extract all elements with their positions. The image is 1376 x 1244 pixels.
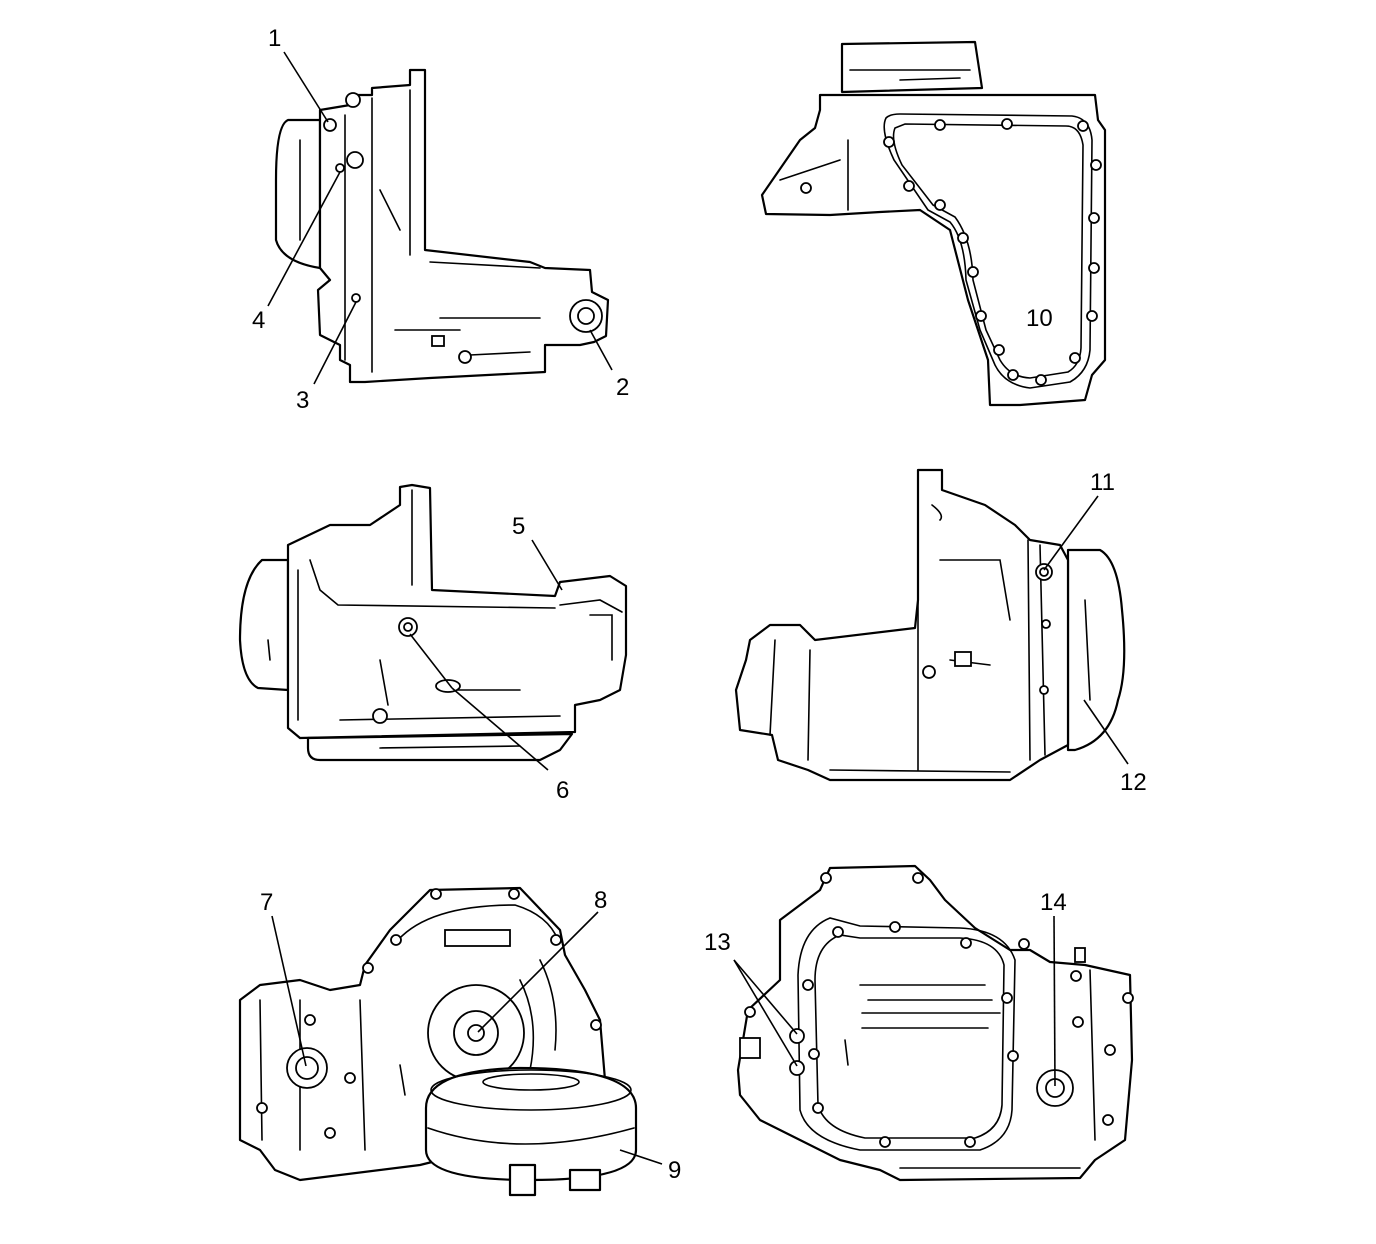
leader-6a bbox=[451, 687, 549, 771]
callout-6: 6 bbox=[556, 777, 569, 804]
leader-lines bbox=[267, 51, 1129, 1165]
callout-9: 9 bbox=[668, 1157, 681, 1184]
leader-1 bbox=[283, 51, 329, 123]
callout-4: 4 bbox=[252, 307, 265, 334]
callout-5: 5 bbox=[512, 513, 525, 540]
callout-10: 10 bbox=[1026, 305, 1053, 332]
view-bottom-left-transaxle bbox=[238, 886, 638, 1197]
leader-2 bbox=[589, 329, 613, 371]
leader-4 bbox=[267, 171, 341, 307]
leader-8 bbox=[477, 911, 599, 1033]
leader-11 bbox=[1043, 495, 1099, 571]
leader-13b bbox=[733, 959, 798, 1067]
callout-labels: 1 2 3 4 5 6 7 8 9 10 11 12 13 14 bbox=[252, 25, 1147, 1184]
leader-14 bbox=[1053, 915, 1056, 1087]
callout-3: 3 bbox=[296, 387, 309, 414]
leader-13a bbox=[733, 959, 798, 1035]
callout-1: 1 bbox=[268, 25, 281, 52]
callout-11: 11 bbox=[1090, 469, 1115, 496]
view-top-right-transaxle bbox=[760, 40, 1107, 407]
callout-2: 2 bbox=[616, 374, 629, 401]
callout-13: 13 bbox=[704, 929, 731, 956]
leader-12 bbox=[1083, 699, 1129, 765]
leader-6b bbox=[409, 633, 453, 689]
view-top-left-transaxle bbox=[274, 68, 610, 384]
callout-12: 12 bbox=[1120, 769, 1147, 796]
leader-9 bbox=[619, 1149, 663, 1165]
callout-8: 8 bbox=[594, 887, 607, 914]
leader-5 bbox=[531, 539, 563, 591]
callout-14: 14 bbox=[1040, 889, 1067, 916]
leader-3 bbox=[313, 301, 357, 385]
leader-7 bbox=[271, 915, 307, 1067]
view-middle-left-transaxle bbox=[238, 483, 628, 762]
callout-7: 7 bbox=[260, 889, 273, 916]
view-bottom-right-transaxle bbox=[736, 864, 1134, 1182]
view-middle-right-transaxle bbox=[734, 468, 1126, 782]
